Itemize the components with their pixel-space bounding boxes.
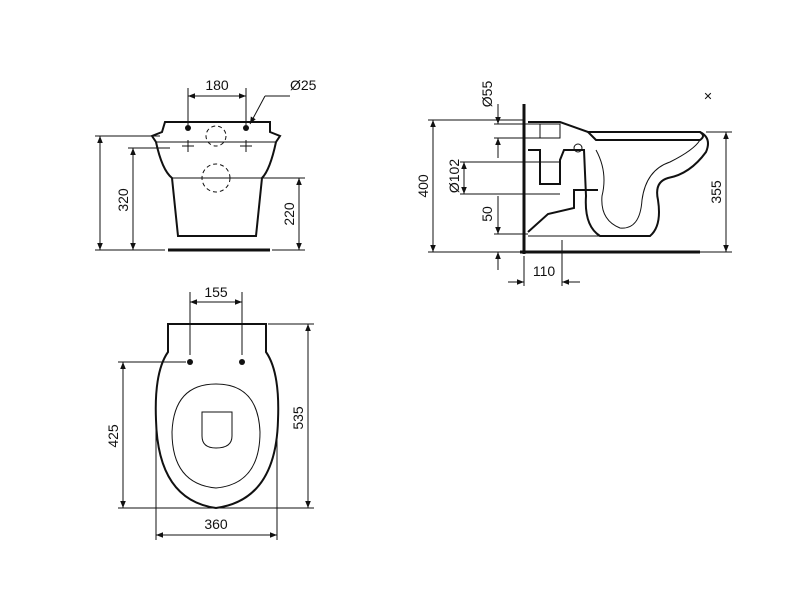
dimension-50-label: 50 [479,206,495,222]
side-view-outlet [527,189,598,233]
side-view-trap-inner [595,139,701,229]
side-view-seat [585,131,704,141]
side-view-hinge [539,123,561,139]
dimension-425-label: 425 [105,424,121,448]
dimension-320-label: 320 [115,188,131,212]
dimension-180-label: 180 [205,77,229,93]
top-view-fixing-hole-right [239,359,245,365]
top-view-bowl-opening [201,411,233,449]
leader-line [249,95,266,125]
top-view: 155 425 535 360 [105,284,314,540]
dimension-d102-label: Ø102 [446,159,462,193]
dimension-360-label: 360 [204,516,228,532]
front-view-bowl-outline [150,121,282,237]
top-view-seat-outline [171,383,261,489]
front-view-inlet-circle [205,125,227,147]
dimension-110-label: 110 [533,263,556,279]
dimension-400-label: 400 [415,174,431,198]
close-icon[interactable]: ✕ [703,91,712,103]
side-view-hinge-pin [573,143,583,153]
dimension-155-label: 155 [204,284,228,300]
dimension-220-label: 220 [281,202,297,226]
side-view-bowl-outline [528,121,709,237]
top-view-outline [154,323,280,510]
front-view-outlet-circle [201,163,231,193]
dimension-355-label: 355 [708,180,724,204]
front-view-fixing-hole-left [185,125,191,131]
front-view: 180 Ø25 320 220 [95,77,317,252]
top-view-fixing-hole-left [187,359,193,365]
side-view: ✕ Ø55 Ø102 50 400 355 110 [415,81,732,286]
dimension-535-label: 535 [290,406,306,430]
dimension-d25-label: Ø25 [290,77,317,93]
dimension-d55-label: Ø55 [479,81,495,108]
front-view-fixing-hole-right [243,125,249,131]
